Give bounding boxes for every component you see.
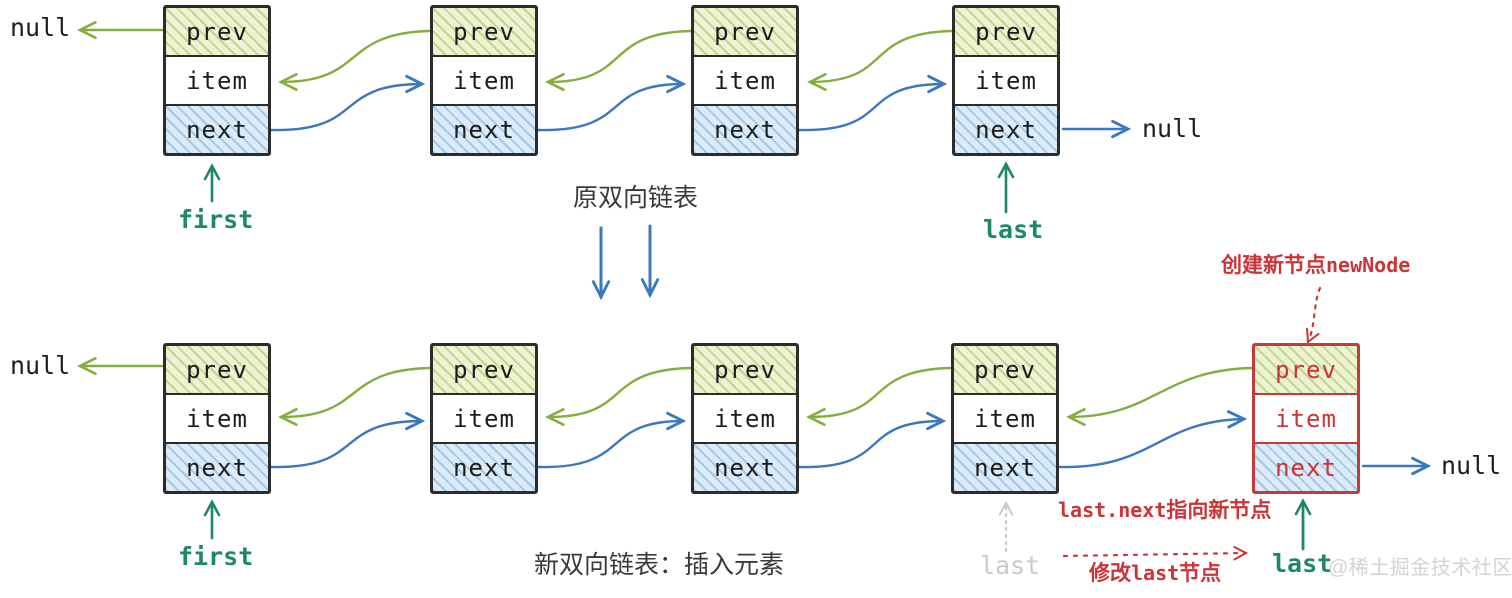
annotation-create-newnode: 创建新节点newNode <box>1221 254 1410 278</box>
node-bottom-4: prev item next <box>951 343 1059 494</box>
newnode-prev-cell: prev <box>1255 346 1357 393</box>
annotation-modify-code: last <box>1131 561 1180 585</box>
node-top-3-item-cell: item <box>694 55 796 104</box>
null-label-top-right: null <box>1142 114 1203 143</box>
top-prev-arrow-3to2 <box>545 29 693 92</box>
newnode-next-cell: next <box>1255 442 1357 491</box>
top-prev-arrow-4to3 <box>807 29 954 92</box>
bottom-next-arrow-4-to-newnode <box>1057 410 1248 469</box>
node-bottom-3-item-cell: item <box>694 393 796 442</box>
top-next-arrow-1to2 <box>269 74 426 132</box>
node-top-2: prev item next <box>430 5 538 156</box>
last-pointer-label-top: last <box>983 215 1044 244</box>
node-top-4-next-cell: next <box>955 104 1057 153</box>
node-top-2-item-cell: item <box>433 55 535 104</box>
node-bottom-newnode: prev item next <box>1252 343 1360 494</box>
annotation-create-code: newNode <box>1326 253 1411 277</box>
node-top-3-prev-cell: prev <box>694 8 796 55</box>
newnode-item-cell: item <box>1255 393 1357 442</box>
node-top-3-next-cell: next <box>694 104 796 153</box>
annotation-modify-text-1: 修改 <box>1089 562 1131 585</box>
node-top-1-item-cell: item <box>166 55 268 104</box>
node-bottom-1: prev item next <box>163 343 271 494</box>
node-bottom-4-next-cell: next <box>954 442 1056 491</box>
node-bottom-1-prev-cell: prev <box>166 346 268 393</box>
bottom-next-arrow-2to3 <box>536 411 687 469</box>
top-next-arrow-2to3 <box>536 74 687 132</box>
bottom-next-arrow-3to4 <box>797 411 947 469</box>
null-label-bottom-right: null <box>1441 451 1502 480</box>
annotation-modify-last: 修改last节点 <box>1089 562 1221 586</box>
watermark: @稀土掘金技术社区 <box>1328 557 1512 579</box>
node-top-1-prev-cell: prev <box>166 8 268 55</box>
node-bottom-2-prev-cell: prev <box>433 346 535 393</box>
node-bottom-4-item-cell: item <box>954 393 1056 442</box>
node-bottom-3-prev-cell: prev <box>694 346 796 393</box>
node-bottom-3-next-cell: next <box>694 442 796 491</box>
node-top-4-item-cell: item <box>955 55 1057 104</box>
node-top-3: prev item next <box>691 5 799 156</box>
first-pointer-label-top: first <box>178 205 254 234</box>
new-last-pointer-label: last <box>1272 549 1333 578</box>
node-top-2-prev-cell: prev <box>433 8 535 55</box>
caption-original-list: 原双向链表 <box>573 184 699 212</box>
node-top-4: prev item next <box>952 5 1060 156</box>
null-label-bottom-left: null <box>10 351 71 380</box>
node-bottom-2-item-cell: item <box>433 393 535 442</box>
create-newnode-dotted-arrow <box>1305 286 1322 344</box>
node-bottom-3: prev item next <box>691 343 799 494</box>
annotation-create-text: 创建新节点 <box>1221 254 1326 277</box>
node-bottom-2-next-cell: next <box>433 442 535 491</box>
node-top-1: prev item next <box>163 5 271 156</box>
old-last-pointer-label-ghost: last <box>980 551 1041 580</box>
modify-last-dotted-arrow <box>1062 545 1249 561</box>
bottom-prev-arrow-new-to-4 <box>1066 366 1254 427</box>
node-top-2-next-cell: next <box>433 104 535 153</box>
node-top-1-next-cell: next <box>166 104 268 153</box>
node-bottom-1-next-cell: next <box>166 442 268 491</box>
caption-new-list: 新双向链表：插入元素 <box>534 551 785 579</box>
first-pointer-label-bottom: first <box>178 542 254 571</box>
top-next-arrow-3to4 <box>797 74 948 132</box>
annotation-lastnext-text: 指向新节点 <box>1166 499 1272 522</box>
node-top-4-prev-cell: prev <box>955 8 1057 55</box>
null-label-top-left: null <box>10 13 71 42</box>
bottom-prev-arrow-3to2 <box>545 366 693 427</box>
node-bottom-4-prev-cell: prev <box>954 346 1056 393</box>
bottom-next-arrow-1to2 <box>269 411 426 469</box>
annotation-last-next: last.next指向新节点 <box>1058 499 1271 523</box>
annotation-lastnext-code: last.next <box>1058 498 1167 522</box>
top-prev-arrow-2to1 <box>278 29 432 92</box>
bottom-prev-arrow-4to3 <box>806 366 953 427</box>
annotation-modify-text-2: 节点 <box>1179 562 1222 585</box>
node-bottom-1-item-cell: item <box>166 393 268 442</box>
node-bottom-2: prev item next <box>430 343 538 494</box>
bottom-prev-arrow-2to1 <box>278 366 432 427</box>
